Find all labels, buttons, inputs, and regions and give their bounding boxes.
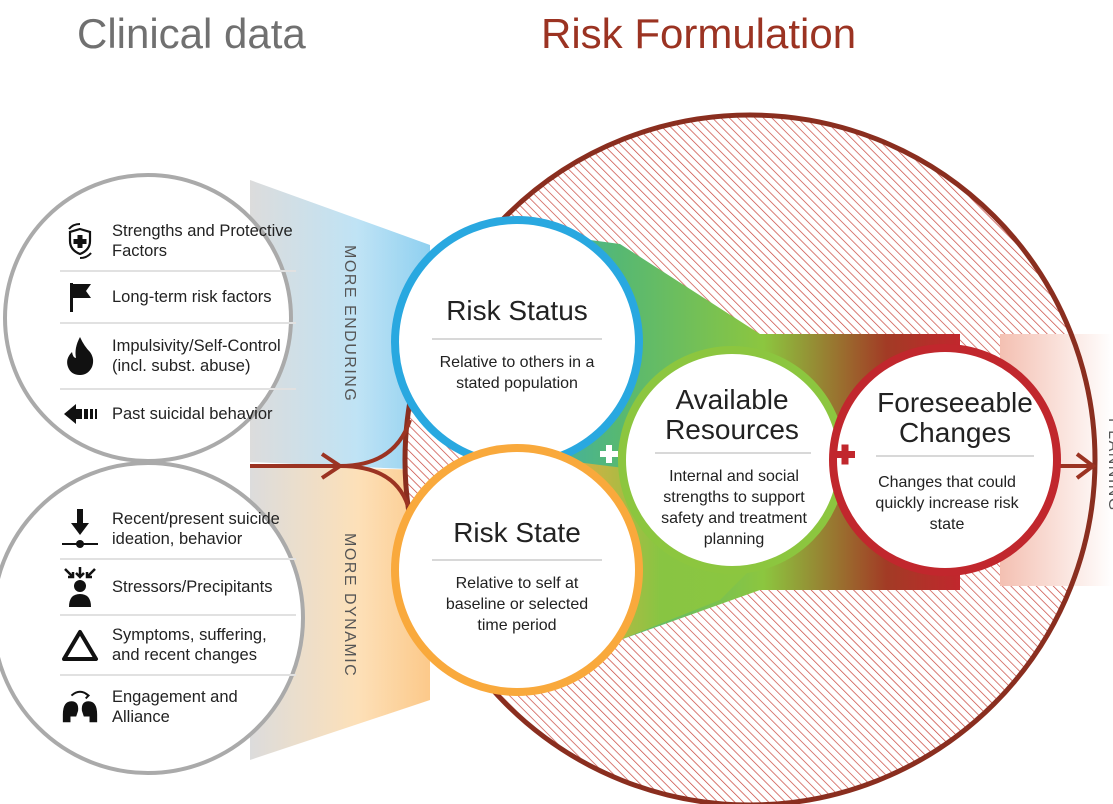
list-item: Symptoms, suffering, and recent changes <box>60 616 296 676</box>
plus-red-icon <box>835 444 855 465</box>
list-item: Past suicidal behavior <box>60 390 296 438</box>
risk-formulation-heading: Risk Formulation <box>541 10 857 57</box>
available-resources-title: Available Resources <box>665 384 799 445</box>
list-item: Strengths and Protective Factors <box>60 212 296 272</box>
foreseeable-changes-title: Foreseeable Changes <box>877 387 1033 448</box>
risk-state-circle <box>391 444 643 696</box>
item-label: Recent/present suicide ideation, behavio… <box>112 510 280 548</box>
risk-state-description: Relative to self at baseline or selected… <box>445 575 589 634</box>
risk-status-circle <box>391 216 643 468</box>
list-item: Stressors/Precipitants <box>60 560 296 616</box>
item-label: Past suicidal behavior <box>112 405 273 423</box>
risk-status-description: Relative to others in a stated populatio… <box>439 354 595 392</box>
item-label: Long-term risk factors <box>112 288 272 306</box>
item-label: Stressors/Precipitants <box>112 578 273 596</box>
foreseeable-changes-divider <box>876 455 1034 457</box>
item-label: Impulsivity/Self-Control (incl. subst. a… <box>112 337 281 375</box>
available-resources-divider <box>655 452 811 454</box>
timeline-arrow-icon <box>60 509 100 548</box>
dynamic-circle <box>0 461 305 775</box>
outer-circle <box>402 112 1098 804</box>
list-item: Long-term risk factors <box>60 272 296 324</box>
item-label: Engagement and Alliance <box>112 688 238 726</box>
plus-icon <box>600 445 618 463</box>
risk-state-title: Risk State <box>453 517 581 548</box>
risk-status-divider <box>432 338 602 340</box>
more-enduring-label: MORE ENDURING <box>341 245 358 403</box>
flag-icon <box>60 279 100 315</box>
list-item: Recent/present suicide ideation, behavio… <box>60 500 296 560</box>
item-label: Symptoms, suffering, and recent changes <box>112 626 267 664</box>
list-item: Impulsivity/Self-Control (incl. subst. a… <box>60 324 296 390</box>
available-resources-description: Internal and social strengths to support… <box>661 468 807 548</box>
planning-label: PLANNING <box>1105 418 1113 512</box>
shield-cross-icon <box>60 223 100 259</box>
two-people-icon <box>60 689 100 725</box>
list-item: Engagement and Alliance <box>60 676 296 738</box>
enduring-funnel <box>250 180 430 470</box>
risk-state-divider <box>432 559 602 561</box>
dynamic-funnel <box>250 466 430 760</box>
item-label: Strengths and Protective Factors <box>112 222 293 260</box>
more-dynamic-label: MORE DYNAMIC <box>341 533 358 678</box>
foreseeable-changes-circle <box>829 344 1061 576</box>
flame-icon <box>60 337 100 375</box>
planning-arrowhead <box>1075 452 1097 480</box>
triangle-icon <box>60 627 100 663</box>
foreseeable-changes-description: Changes that could quickly increase risk… <box>875 474 1019 533</box>
back-arrow-icon <box>60 396 100 432</box>
person-pressure-icon <box>60 567 100 607</box>
risk-status-title: Risk Status <box>446 295 588 326</box>
branch-to-state <box>339 464 410 507</box>
clinical-data-heading: Clinical data <box>77 10 306 57</box>
